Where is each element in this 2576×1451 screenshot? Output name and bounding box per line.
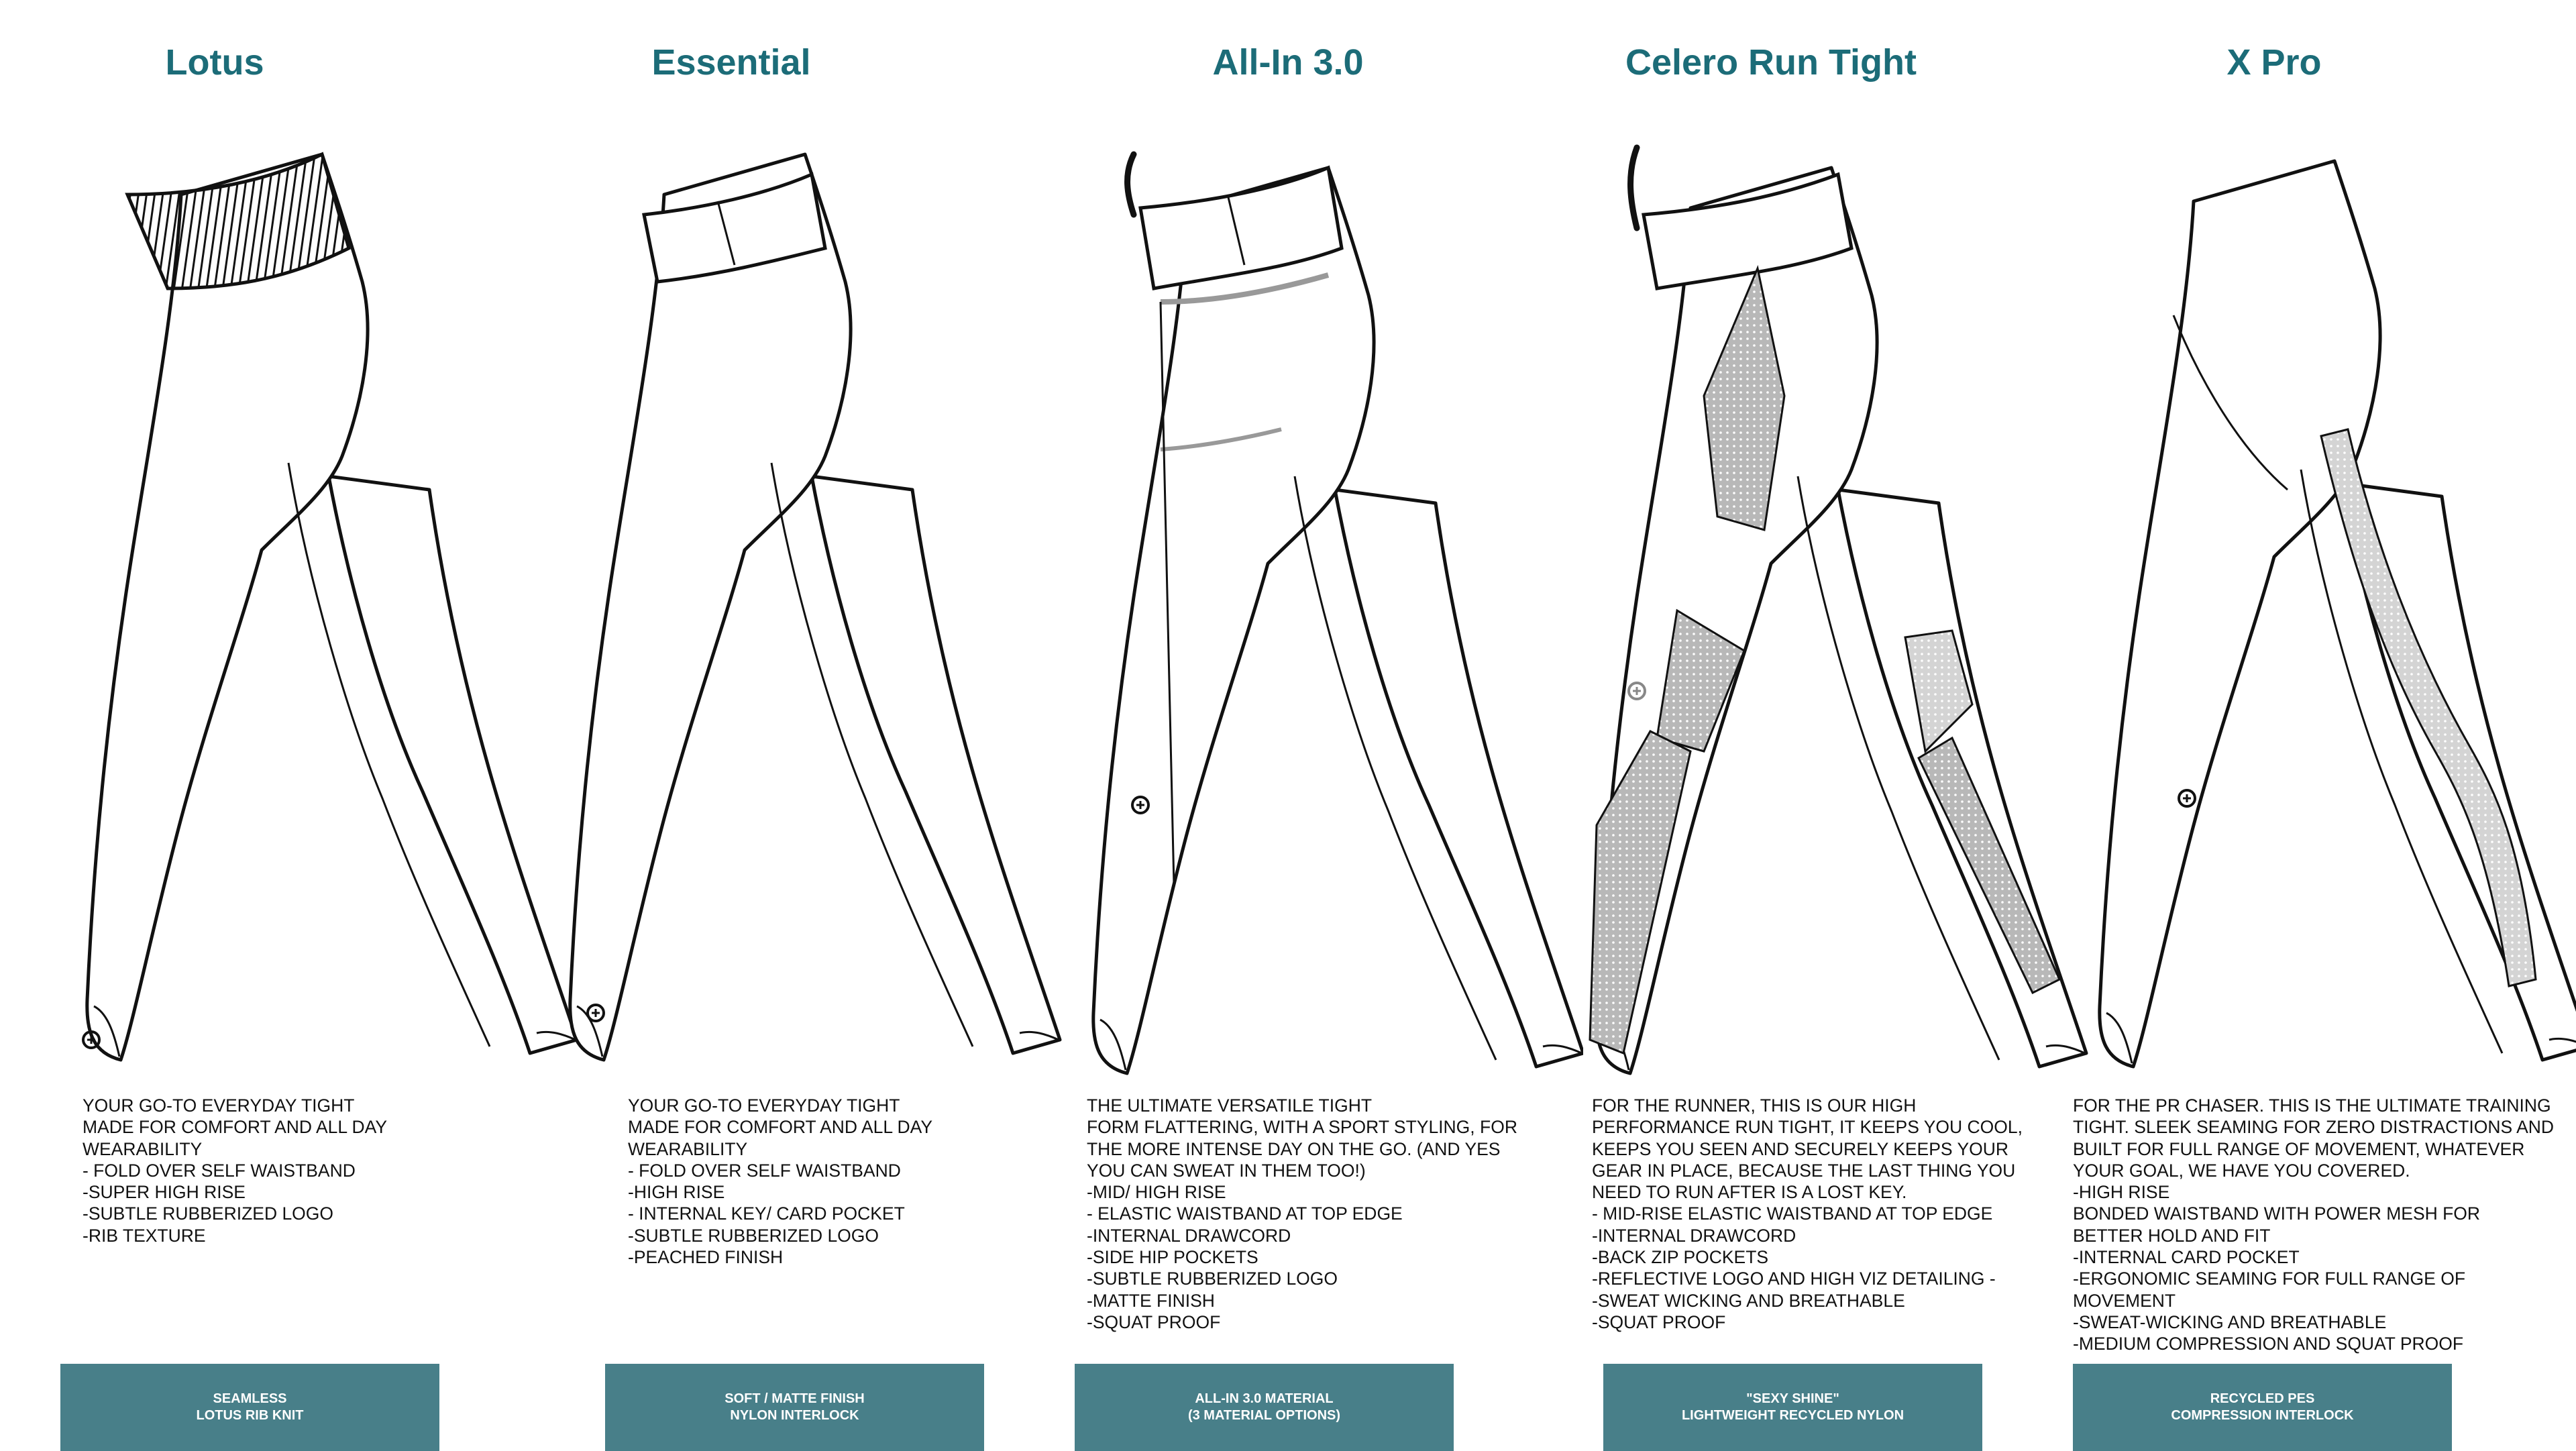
product-description: FOR THE PR CHASER. THIS IS THE ULTIMATE … xyxy=(2073,1095,2569,1355)
description-line: BONDED WAISTBAND WITH POWER MESH FOR xyxy=(2073,1203,2481,1224)
product-title: Essential xyxy=(651,42,811,83)
description-line: -SQUAT PROOF xyxy=(1087,1311,1221,1332)
description-line: KEEPS YOU SEEN AND SECURELY KEEPS YOUR xyxy=(1592,1138,2009,1159)
product-title: X Pro xyxy=(2226,42,2322,83)
description-line: THE MORE INTENSE DAY ON THE GO. (AND YES xyxy=(1087,1138,1501,1159)
description-line: -SUBTLE RUBBERIZED LOGO xyxy=(83,1203,334,1224)
description-line: THE ULTIMATE VERSATILE TIGHT xyxy=(1087,1095,1373,1116)
description-line: -MEDIUM COMPRESSION AND SQUAT PROOF xyxy=(2073,1334,2464,1354)
material-badge: "SEXY SHINE" LIGHTWEIGHT RECYCLED NYLON xyxy=(1603,1364,1982,1451)
description-line: FOR THE PR CHASER. THIS IS THE ULTIMATE … xyxy=(2073,1095,2551,1116)
description-line: YOUR GO-TO EVERYDAY TIGHT xyxy=(83,1095,355,1116)
description-line: -SUBTLE RUBBERIZED LOGO xyxy=(1087,1269,1338,1289)
description-line: -RIB TEXTURE xyxy=(83,1225,206,1246)
product-description: YOUR GO-TO EVERYDAY TIGHT MADE FOR COMFO… xyxy=(628,1095,1044,1268)
description-line: WEARABILITY xyxy=(83,1138,203,1159)
product-title: All-In 3.0 xyxy=(1212,42,1364,83)
description-line: YOUR GO-TO EVERYDAY TIGHT xyxy=(628,1095,900,1116)
description-line: PERFORMANCE RUN TIGHT, IT KEEPS YOU COOL… xyxy=(1592,1117,2023,1138)
description-line: -HIGH RISE xyxy=(2073,1182,2170,1203)
description-line: TIGHT. SLEEK SEAMING FOR ZERO DISTRACTIO… xyxy=(2073,1117,2555,1138)
description-line: BETTER HOLD AND FIT xyxy=(2073,1225,2271,1246)
product-title: Celero Run Tight xyxy=(1625,42,1917,83)
description-line: - ELASTIC WAISTBAND AT TOP EDGE xyxy=(1087,1203,1403,1224)
badge-line: LOTUS RIB KNIT xyxy=(196,1408,304,1423)
product-description: THE ULTIMATE VERSATILE TIGHT FORM FLATTE… xyxy=(1087,1095,1556,1333)
badge-line: NYLON INTERLOCK xyxy=(730,1408,859,1423)
power-mesh-panel-icon xyxy=(2066,114,2576,1080)
description-line: YOU CAN SWEAT IN THEM TOO!) xyxy=(1087,1160,1366,1181)
description-line: FOR THE RUNNER, THIS IS OUR HIGH xyxy=(1592,1095,1917,1116)
description-line: - FOLD OVER SELF WAISTBAND xyxy=(83,1160,356,1181)
description-line: - FOLD OVER SELF WAISTBAND xyxy=(628,1160,901,1181)
badge-line: SEAMLESS xyxy=(213,1391,287,1406)
description-line: YOUR GOAL, WE HAVE YOU COVERED. xyxy=(2073,1160,2410,1181)
mesh-panel-icon xyxy=(1589,144,2093,1080)
badge-line: SOFT / MATTE FINISH xyxy=(724,1391,865,1406)
description-line: -MATTE FINISH xyxy=(1087,1290,1215,1311)
description-line: -REFLECTIVE LOGO AND HIGH VIZ DETAILING … xyxy=(1592,1269,1996,1289)
description-line: GEAR IN PLACE, BECAUSE THE LAST THING YO… xyxy=(1592,1160,2016,1181)
description-line: -MID/ HIGH RISE xyxy=(1087,1182,1226,1203)
drawcord-waistband-icon xyxy=(1060,151,1583,1080)
badge-line: (3 MATERIAL OPTIONS) xyxy=(1187,1408,1341,1423)
description-line: BUILT FOR FULL RANGE OF MOVEMENT, WHATEV… xyxy=(2073,1138,2525,1159)
description-line: -SWEAT-WICKING AND BREATHABLE xyxy=(2073,1311,2387,1332)
description-line: -SWEAT WICKING AND BREATHABLE xyxy=(1592,1290,1905,1311)
badge-line: "SEXY SHINE" xyxy=(1746,1391,1839,1406)
product-column-celero: Celero Run Tight FOR THE RUNNER, THIS IS… xyxy=(1570,0,2093,1451)
product-description: FOR THE RUNNER, THIS IS OUR HIGH PERFORM… xyxy=(1592,1095,2075,1333)
description-line: -INTERNAL CARD POCKET xyxy=(2073,1247,2300,1268)
badge-line: RECYCLED PES xyxy=(2210,1391,2315,1406)
description-line: -ERGONOMIC SEAMING FOR FULL RANGE OF xyxy=(2073,1269,2466,1289)
badge-line: ALL-IN 3.0 MATERIAL xyxy=(1195,1391,1334,1406)
description-line: MADE FOR COMFORT AND ALL DAY xyxy=(83,1117,388,1138)
description-line: -SUBTLE RUBBERIZED LOGO xyxy=(628,1225,879,1246)
material-badge: ALL-IN 3.0 MATERIAL (3 MATERIAL OPTIONS) xyxy=(1075,1364,1454,1451)
description-line: -PEACHED FINISH xyxy=(628,1247,784,1268)
description-line: - INTERNAL KEY/ CARD POCKET xyxy=(628,1203,905,1224)
fold-over-waistband-icon xyxy=(550,114,1087,1080)
badge-line: COMPRESSION INTERLOCK xyxy=(2171,1408,2354,1423)
material-badge: RECYCLED PES COMPRESSION INTERLOCK xyxy=(2073,1364,2452,1451)
rib-knit-waistband-icon xyxy=(82,152,604,1080)
product-column-x-pro: X Pro FOR THE PR CHASER. THIS IS THE ULT… xyxy=(2066,0,2576,1451)
description-line: -INTERNAL DRAWCORD xyxy=(1087,1225,1291,1246)
description-line: -INTERNAL DRAWCORD xyxy=(1592,1225,1796,1246)
description-line: -SIDE HIP POCKETS xyxy=(1087,1247,1258,1268)
product-column-lotus: Lotus YOUR GO-TO EVERYDAY TIGHT MADE FOR… xyxy=(0,0,537,1451)
description-line: FORM FLATTERING, WITH A SPORT STYLING, F… xyxy=(1087,1117,1517,1138)
product-description: YOUR GO-TO EVERYDAY TIGHT MADE FOR COMFO… xyxy=(83,1095,498,1246)
product-column-essential: Essential YOUR GO-TO EVERYDAY TIGHT MADE… xyxy=(537,0,1073,1451)
material-badge: SEAMLESS LOTUS RIB KNIT xyxy=(60,1364,439,1451)
description-line: -BACK ZIP POCKETS xyxy=(1592,1247,1769,1268)
product-column-all-in: All-In 3.0 THE ULTIMATE VERSATILE TIGHT … xyxy=(1060,0,1583,1451)
product-title: Lotus xyxy=(165,42,264,83)
material-badge: SOFT / MATTE FINISH NYLON INTERLOCK xyxy=(605,1364,984,1451)
badge-line: LIGHTWEIGHT RECYCLED NYLON xyxy=(1681,1408,1904,1423)
description-line: MADE FOR COMFORT AND ALL DAY xyxy=(628,1117,933,1138)
description-line: NEED TO RUN AFTER IS A LOST KEY. xyxy=(1592,1182,1907,1203)
description-line: -HIGH RISE xyxy=(628,1182,725,1203)
description-line: -SUPER HIGH RISE xyxy=(83,1182,246,1203)
description-line: MOVEMENT xyxy=(2073,1290,2176,1311)
description-line: WEARABILITY xyxy=(628,1138,748,1159)
description-line: - MID-RISE ELASTIC WAISTBAND AT TOP EDGE xyxy=(1592,1203,1993,1224)
description-line: -SQUAT PROOF xyxy=(1592,1311,1726,1332)
